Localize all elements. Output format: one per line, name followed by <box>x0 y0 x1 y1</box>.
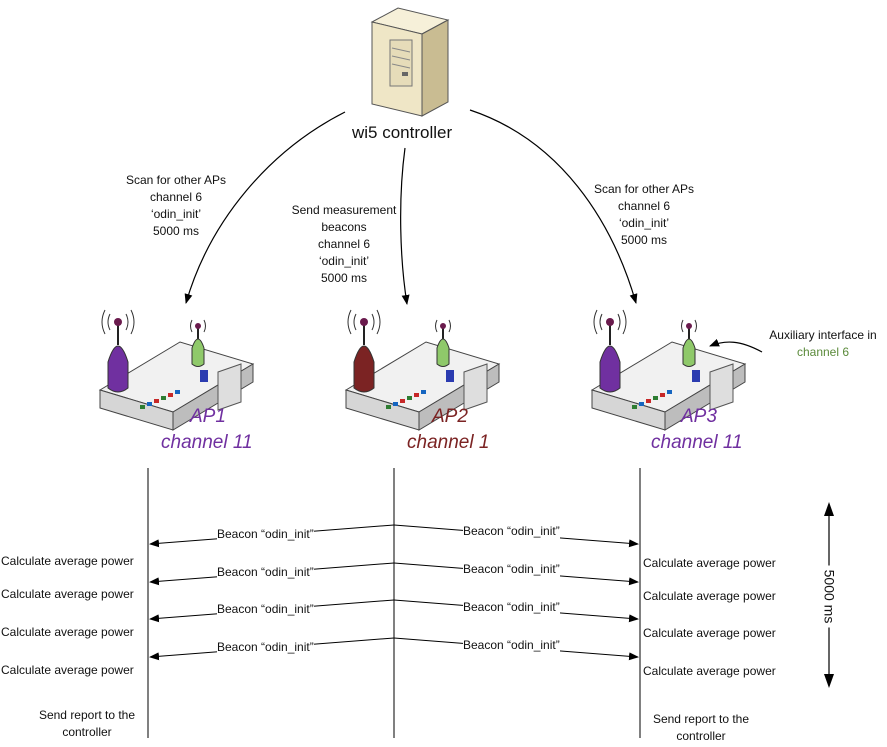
duration-arrow-bottom <box>824 674 834 688</box>
scan-left-line: 5000 ms <box>152 224 200 238</box>
beacon-label-right-3: Beacon “odin_init” <box>463 599 560 616</box>
beacon-label-right-4: Beacon “odin_init” <box>463 637 560 654</box>
send-text-center: Send measurement beacons channel 6 ‘odin… <box>280 202 408 287</box>
report-right-line: Send report to the <box>652 712 750 726</box>
ap3-channel: channel 11 <box>651 432 743 453</box>
report-left-line: controller <box>62 725 112 739</box>
scan-right-line: 5000 ms <box>620 233 668 247</box>
send-center-line: Send measurement <box>291 203 397 217</box>
scan-text-right: Scan for other APs channel 6 ‘odin_init’… <box>580 181 708 249</box>
server-icon <box>370 7 450 117</box>
router-icon-ap3 <box>590 309 747 431</box>
report-left: Send report to the controller <box>22 707 152 741</box>
router-icon-ap2 <box>344 309 501 431</box>
beacon-label-right-1: Beacon “odin_init” <box>463 523 560 540</box>
beacon-label-left-2: Beacon “odin_init” <box>217 564 314 581</box>
scan-left-line: ‘odin_init’ <box>150 207 202 221</box>
arrow-controller-to-ap3 <box>469 109 638 304</box>
router-icon-ap1 <box>98 309 255 431</box>
report-left-line: Send report to the <box>38 708 136 722</box>
aux-line2: channel 6 <box>796 345 850 359</box>
calc-label-left-1: Calculate average power <box>1 554 134 568</box>
ap1-channel: channel 11 <box>161 432 253 453</box>
calc-label-left-2: Calculate average power <box>1 587 134 601</box>
ap1-name: AP1 <box>190 406 226 427</box>
ap2-name: AP2 <box>432 406 468 427</box>
calc-label-left-4: Calculate average power <box>1 663 134 677</box>
calc-label-right-3: Calculate average power <box>643 626 776 640</box>
send-center-line: ‘odin_init’ <box>318 254 370 268</box>
scan-right-line: ‘odin_init’ <box>618 216 670 230</box>
scan-right-line: channel 6 <box>617 199 671 213</box>
duration-label: 5000 ms <box>820 565 838 628</box>
send-center-line: channel 6 <box>317 237 371 251</box>
arrow-controller-to-ap2 <box>400 147 410 305</box>
beacon-label-left-3: Beacon “odin_init” <box>217 601 314 618</box>
scan-text-left: Scan for other APs channel 6 ‘odin_init’… <box>112 172 240 240</box>
beacon-label-left-4: Beacon “odin_init” <box>217 639 314 656</box>
ap3-name: AP3 <box>681 406 717 427</box>
scan-left-line: channel 6 <box>149 190 203 204</box>
aux-line1: Auxiliary interface in <box>769 328 877 342</box>
report-right: Send report to the controller <box>636 711 766 745</box>
aux-interface-label: Auxiliary interface in channel 6 <box>760 327 886 361</box>
beacon-label-left-1: Beacon “odin_init” <box>217 526 314 543</box>
arrow-controller-to-ap1 <box>184 111 346 304</box>
controller-label: wi5 controller <box>352 123 453 142</box>
calc-label-left-3: Calculate average power <box>1 625 134 639</box>
send-center-line: 5000 ms <box>320 271 368 285</box>
calc-label-right-4: Calculate average power <box>643 664 776 678</box>
arrow-aux-interface <box>709 338 763 353</box>
scan-left-line: Scan for other APs <box>125 173 227 187</box>
ap2-channel: channel 1 <box>407 432 490 453</box>
report-right-line: controller <box>676 729 726 743</box>
duration-arrow-top <box>824 502 834 516</box>
calc-label-right-1: Calculate average power <box>643 556 776 570</box>
send-center-line: beacons <box>321 220 367 234</box>
scan-right-line: Scan for other APs <box>593 182 695 196</box>
beacon-label-right-2: Beacon “odin_init” <box>463 561 560 578</box>
calc-label-right-2: Calculate average power <box>643 589 776 603</box>
